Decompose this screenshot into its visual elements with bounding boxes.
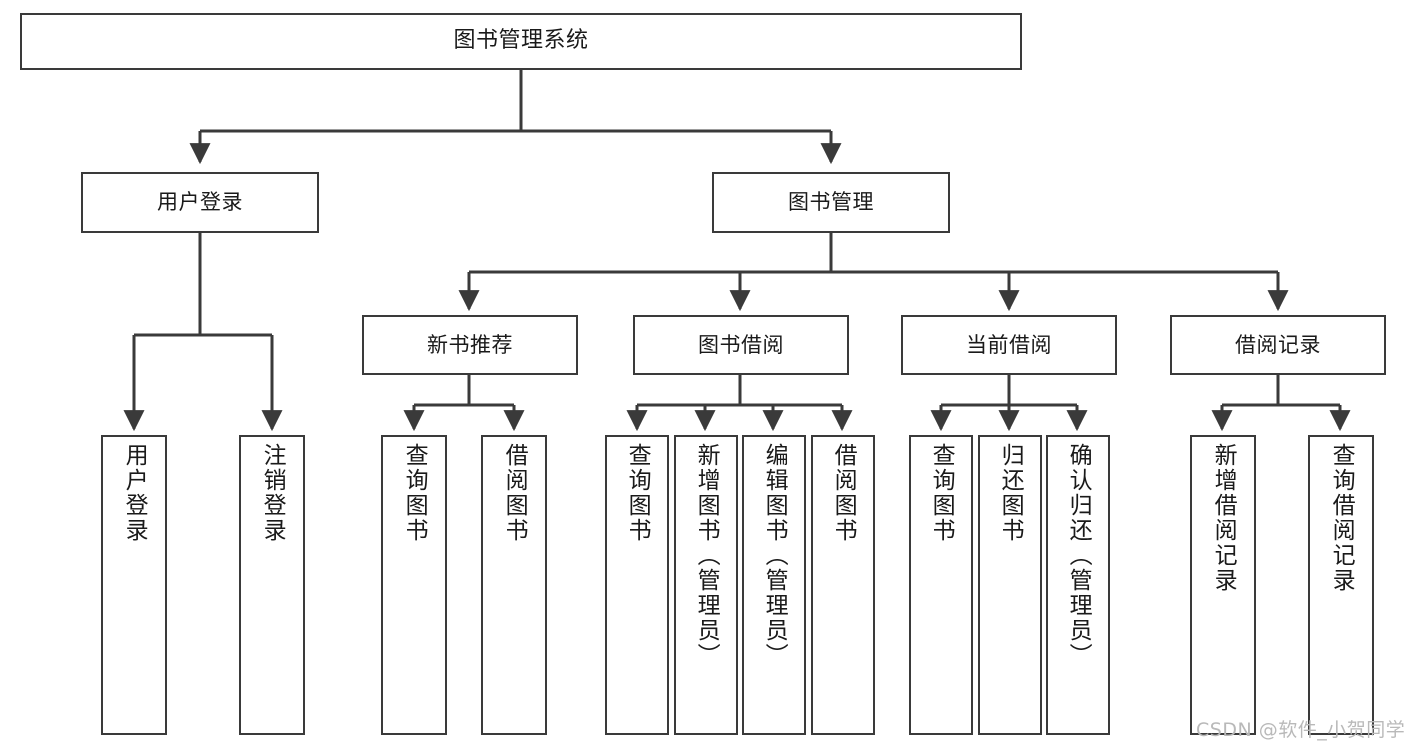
node-label: 注销登录 (259, 443, 286, 543)
node-label: 新书推荐 (427, 332, 513, 357)
node-leaf-current-return-book[interactable]: 归还图书 (978, 435, 1042, 735)
node-label: 新增图书（管理员） (693, 443, 720, 668)
node-label: 图书管理 (788, 190, 874, 215)
node-label: 用户登录 (157, 190, 243, 215)
node-label: 查询借阅记录 (1328, 443, 1355, 593)
node-leaf-borrow-borrow-book[interactable]: 借阅图书 (811, 435, 875, 735)
node-leaf-records-add-record[interactable]: 新增借阅记录 (1190, 435, 1256, 735)
node-label: 借阅记录 (1235, 332, 1321, 357)
csdn-watermark: CSDN @软件_小贺同学 (1196, 719, 1405, 741)
node-label: 查询图书 (928, 443, 955, 543)
node-book-management[interactable]: 图书管理 (712, 172, 950, 233)
node-leaf-borrow-add-book-admin[interactable]: 新增图书（管理员） (674, 435, 738, 735)
node-user-login[interactable]: 用户登录 (81, 172, 319, 233)
node-leaf-borrow-edit-book-admin[interactable]: 编辑图书（管理员） (742, 435, 806, 735)
node-leaf-current-confirm-return-admin[interactable]: 确认归还（管理员） (1046, 435, 1110, 735)
node-leaf-user-login-login[interactable]: 用户登录 (101, 435, 167, 735)
node-leaf-borrow-query-book[interactable]: 查询图书 (605, 435, 669, 735)
node-current-borrowing[interactable]: 当前借阅 (901, 315, 1117, 375)
node-label: 用户登录 (121, 443, 148, 543)
node-label: 图书借阅 (698, 332, 784, 357)
node-label: 查询图书 (401, 443, 428, 543)
node-book-borrowing[interactable]: 图书借阅 (633, 315, 849, 375)
node-borrowing-records[interactable]: 借阅记录 (1170, 315, 1386, 375)
node-label: 新增借阅记录 (1210, 443, 1237, 593)
node-label: 编辑图书（管理员） (761, 443, 788, 668)
node-label: 当前借阅 (966, 332, 1052, 357)
node-label: 归还图书 (997, 443, 1024, 543)
node-new-book-recommendation[interactable]: 新书推荐 (362, 315, 578, 375)
node-label: 借阅图书 (830, 443, 857, 543)
node-leaf-user-login-logout[interactable]: 注销登录 (239, 435, 305, 735)
node-leaf-new-book-borrow[interactable]: 借阅图书 (481, 435, 547, 735)
node-leaf-records-query-record[interactable]: 查询借阅记录 (1308, 435, 1374, 735)
node-leaf-current-query-book[interactable]: 查询图书 (909, 435, 973, 735)
node-label: 图书管理系统 (453, 28, 589, 54)
node-label: 借阅图书 (501, 443, 528, 543)
node-label: 查询图书 (624, 443, 651, 543)
node-label: 确认归还（管理员） (1065, 443, 1092, 668)
node-leaf-new-book-query[interactable]: 查询图书 (381, 435, 447, 735)
node-root-library-system[interactable]: 图书管理系统 (20, 13, 1022, 70)
